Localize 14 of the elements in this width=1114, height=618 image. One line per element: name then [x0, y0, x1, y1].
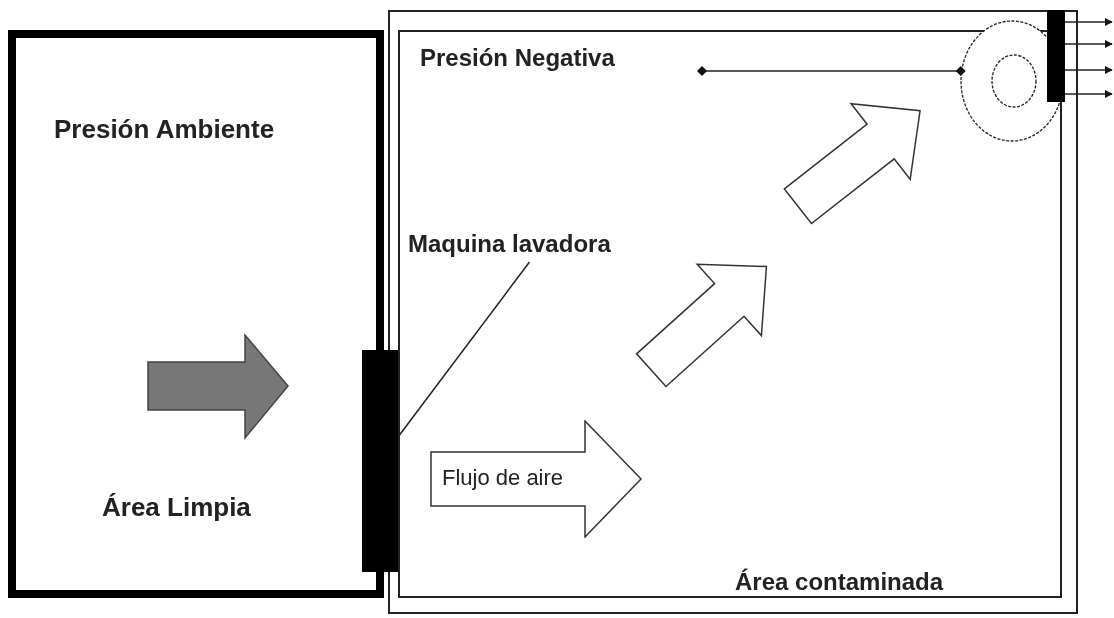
airflow-arrow	[430, 420, 642, 538]
area-label: Área contaminada	[735, 567, 944, 597]
pressure-line	[697, 66, 966, 76]
exhaust-arrow	[1064, 66, 1113, 74]
exhaust-arrow	[1064, 40, 1113, 48]
airflow-label: Flujo de aire	[442, 465, 564, 490]
area-label: Área Limpia	[102, 491, 251, 524]
exhaust-arrow	[1064, 90, 1113, 98]
exhaust-arrow	[1064, 18, 1113, 26]
washing-machine-bar	[362, 350, 398, 572]
leader-line	[397, 261, 531, 438]
area-label: Presión Ambiente	[54, 113, 275, 146]
machine-label: Maquina lavadora	[408, 230, 611, 257]
area-label: Presión Negativa	[420, 43, 615, 73]
